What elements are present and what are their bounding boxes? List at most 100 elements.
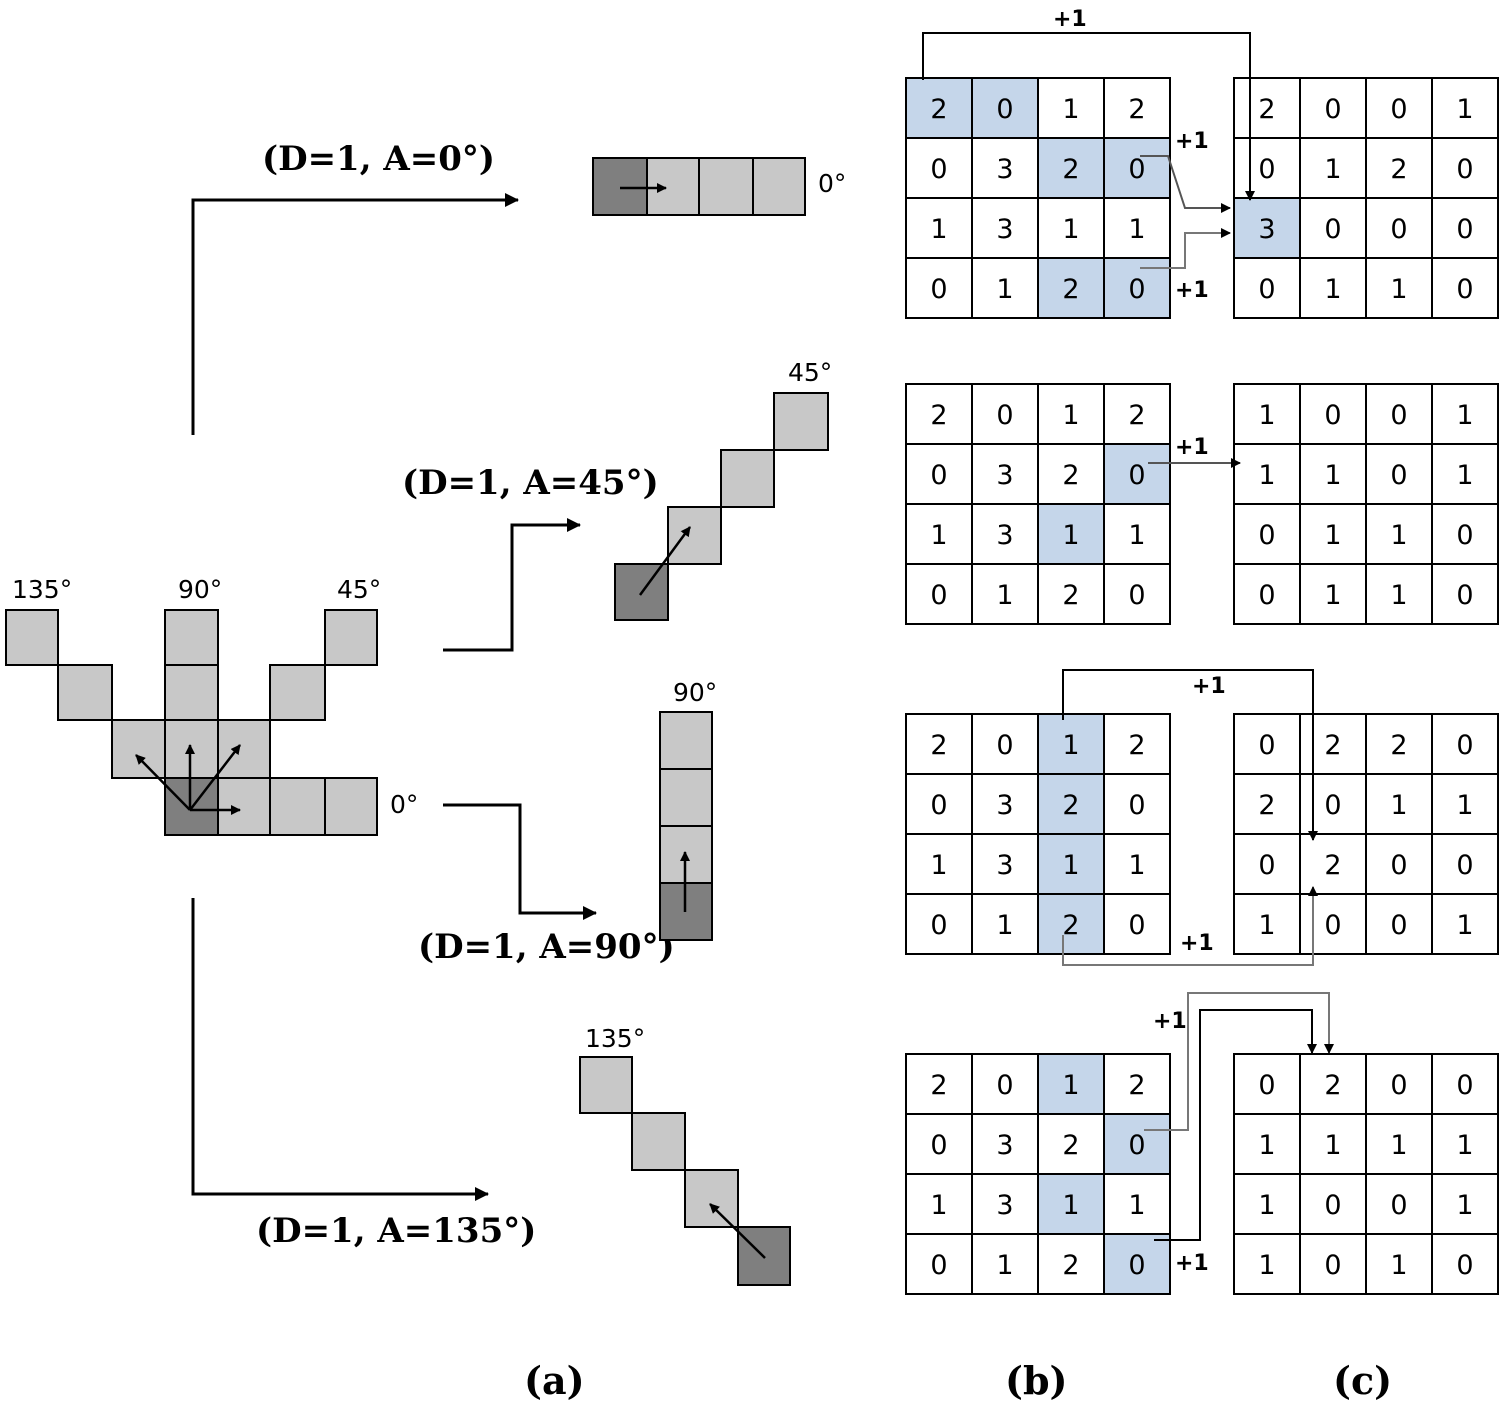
- pair-90deg: 90°: [659, 678, 717, 941]
- cell-value: 0: [1324, 400, 1341, 431]
- cell-value: 1: [1456, 1190, 1473, 1221]
- matrix-cell: [1299, 443, 1367, 505]
- matrix-cell: [1299, 773, 1367, 835]
- matrix-cell: [1431, 383, 1499, 445]
- cell-value: 2: [1390, 730, 1407, 761]
- plus-one-label: +1: [1175, 278, 1209, 303]
- cell-value: 0: [1456, 520, 1473, 551]
- matrix-cell: [1299, 197, 1367, 259]
- direction-label-45: (D=1, A=45°): [402, 463, 659, 503]
- cell-value: 0: [1128, 790, 1145, 821]
- cell-value: 0: [996, 730, 1013, 761]
- cell-value: 3: [996, 850, 1013, 881]
- matrix-cell: [905, 503, 973, 565]
- matrix-cell: [1233, 1053, 1301, 1115]
- cell-value: 1: [1390, 580, 1407, 611]
- cell-value: 3: [996, 154, 1013, 185]
- cell-value: 3: [996, 1190, 1013, 1221]
- cell-value: 0: [930, 274, 947, 305]
- matrix-cell: [1299, 77, 1367, 139]
- panel-label-a: (a): [524, 1358, 585, 1403]
- cell-value: 0: [1258, 274, 1275, 305]
- cell-value: 1: [1258, 910, 1275, 941]
- angle-label-90: 90°: [178, 575, 222, 604]
- cell-value: 0: [1128, 154, 1145, 185]
- direction-arrows: [135, 744, 241, 815]
- matrix-cell: [1037, 137, 1105, 199]
- cell-value: 0: [1128, 1130, 1145, 1161]
- cell-value: 2: [1062, 460, 1079, 491]
- direction-135-cells: [5, 609, 166, 779]
- cell-value: 1: [930, 1190, 947, 1221]
- matrix-cell: [1103, 1113, 1171, 1175]
- matrix-cell: [1431, 257, 1499, 319]
- matrix-cell: [1299, 563, 1367, 625]
- cell-value: 0: [1390, 460, 1407, 491]
- connector-45: [443, 518, 581, 652]
- cell-value: 2: [1128, 1070, 1145, 1101]
- cell-value: 2: [930, 94, 947, 125]
- cell-value: 0: [1456, 1250, 1473, 1281]
- plus-one-label: +1: [1153, 1009, 1187, 1034]
- cell-value: 1: [1258, 1130, 1275, 1161]
- cell-value: 0: [1390, 214, 1407, 245]
- plus-one-label: +1: [1053, 7, 1087, 32]
- cell-value: 2: [1128, 400, 1145, 431]
- cell-value: 1: [1390, 274, 1407, 305]
- cell-value: 3: [996, 790, 1013, 821]
- cell-value: 0: [1390, 1070, 1407, 1101]
- cell-value: 1: [1062, 94, 1079, 125]
- cell-value: 0: [930, 460, 947, 491]
- matrix-cell: [1299, 137, 1367, 199]
- cell-value: 0: [1258, 154, 1275, 185]
- cell-value: 0: [1128, 580, 1145, 611]
- matrix-cell: [1103, 77, 1171, 139]
- cell-value: 2: [1062, 910, 1079, 941]
- matrix-cell: [1103, 197, 1171, 259]
- matrix-cell: [1365, 563, 1433, 625]
- cell-value: 1: [1062, 214, 1079, 245]
- matrix-cell: [1431, 1053, 1499, 1115]
- cell-value: 0: [1390, 850, 1407, 881]
- cell-value: 2: [930, 400, 947, 431]
- matrix-cell: [905, 1053, 973, 1115]
- pair-90-angle: 90°: [673, 678, 717, 707]
- matrix-cell: [1037, 503, 1105, 565]
- cell-value: 0: [1390, 94, 1407, 125]
- matrix-cell: [971, 1173, 1039, 1235]
- cell-value: 3: [1258, 214, 1275, 245]
- matrix-cell: [1103, 1053, 1171, 1115]
- matrix-cell: [1037, 443, 1105, 505]
- cell-value: 0: [1258, 850, 1275, 881]
- matrix-cell: [1233, 197, 1301, 259]
- matrix-cell: [1103, 503, 1171, 565]
- matrix-cell: [1103, 1173, 1171, 1235]
- direction-label-0: (D=1, A=0°): [262, 139, 495, 179]
- matrix-cell: [971, 713, 1039, 775]
- cell-value: 2: [1324, 730, 1341, 761]
- matrix-cell: [1431, 1233, 1499, 1295]
- cell-value: 0: [1456, 580, 1473, 611]
- pair-135-angle: 135°: [585, 1024, 645, 1053]
- cell-value: 0: [996, 400, 1013, 431]
- matrix-cell: [1233, 1113, 1301, 1175]
- cell-value: 0: [930, 1250, 947, 1281]
- cell-value: 1: [1324, 274, 1341, 305]
- matrix-cell: [971, 257, 1039, 319]
- cell-value: 1: [1390, 520, 1407, 551]
- plus-one-label: +1: [1192, 674, 1226, 699]
- cell-value: 0: [1324, 1250, 1341, 1281]
- angle-label-135: 135°: [12, 575, 72, 604]
- cell-value: 1: [1456, 400, 1473, 431]
- cell-value: 1: [1062, 1070, 1079, 1101]
- cell-value: 0: [1258, 1070, 1275, 1101]
- matrix-cell: [1431, 197, 1499, 259]
- panel-label-c: (c): [1333, 1358, 1392, 1403]
- cell-value: 0: [1390, 400, 1407, 431]
- cell-value: 1: [996, 1250, 1013, 1281]
